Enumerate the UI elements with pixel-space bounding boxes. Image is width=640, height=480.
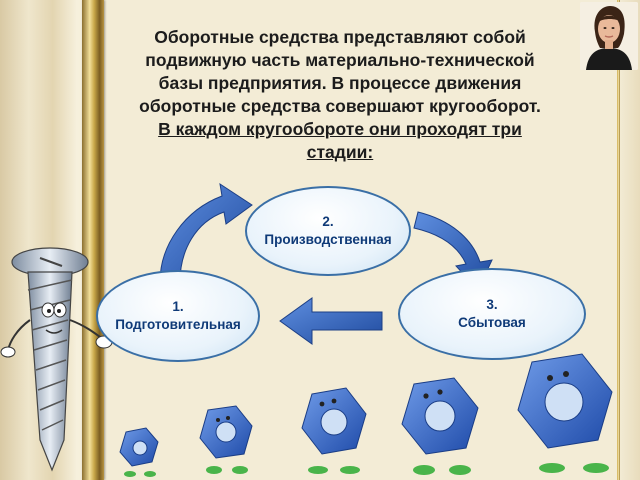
headline-line-3: базы предприятия. В процессе движения bbox=[158, 73, 522, 93]
stage-3-number: 3. bbox=[486, 297, 498, 312]
golden-line-decoration bbox=[617, 0, 620, 480]
nut-character-icon bbox=[119, 427, 159, 477]
stage-2-number: 2. bbox=[322, 214, 334, 229]
nut-character-icon bbox=[401, 377, 479, 475]
nut-character-icon bbox=[301, 387, 367, 474]
nut-character-icon bbox=[517, 353, 613, 473]
screw-character-icon bbox=[0, 247, 113, 472]
headline-line-1: Оборотные средства представляют собой bbox=[154, 27, 526, 47]
stage-3-sales: 3. Сбытовая bbox=[398, 268, 586, 360]
stage-1-preparatory: 1. Подготовительная bbox=[96, 270, 260, 362]
headline-underlined-line-1: В каждом кругообороте они проходят три bbox=[158, 119, 522, 139]
headline-line-2: подвижную часть материально-технической bbox=[145, 50, 535, 70]
stage-2-name: Производственная bbox=[264, 232, 392, 247]
nut-character-icon bbox=[199, 405, 253, 474]
stage-2-production: 2. Производственная bbox=[245, 186, 411, 276]
headline-text: Оборотные средства представляют собой по… bbox=[104, 26, 576, 164]
headline-line-4: оборотные средства совершают кругооборот… bbox=[139, 96, 541, 116]
presenter-portrait-icon bbox=[580, 2, 638, 70]
background-right-panel bbox=[618, 0, 640, 480]
headline-underlined-line-2: стадии: bbox=[306, 142, 374, 162]
stage-1-name: Подготовительная bbox=[115, 317, 241, 332]
stage-1-number: 1. bbox=[172, 299, 184, 314]
arrow-stage3-to-stage1-icon bbox=[279, 297, 383, 345]
arrow-stage1-to-stage2-icon bbox=[159, 182, 253, 283]
stage-3-name: Сбытовая bbox=[458, 315, 526, 330]
golden-pillar-decoration bbox=[82, 0, 104, 480]
